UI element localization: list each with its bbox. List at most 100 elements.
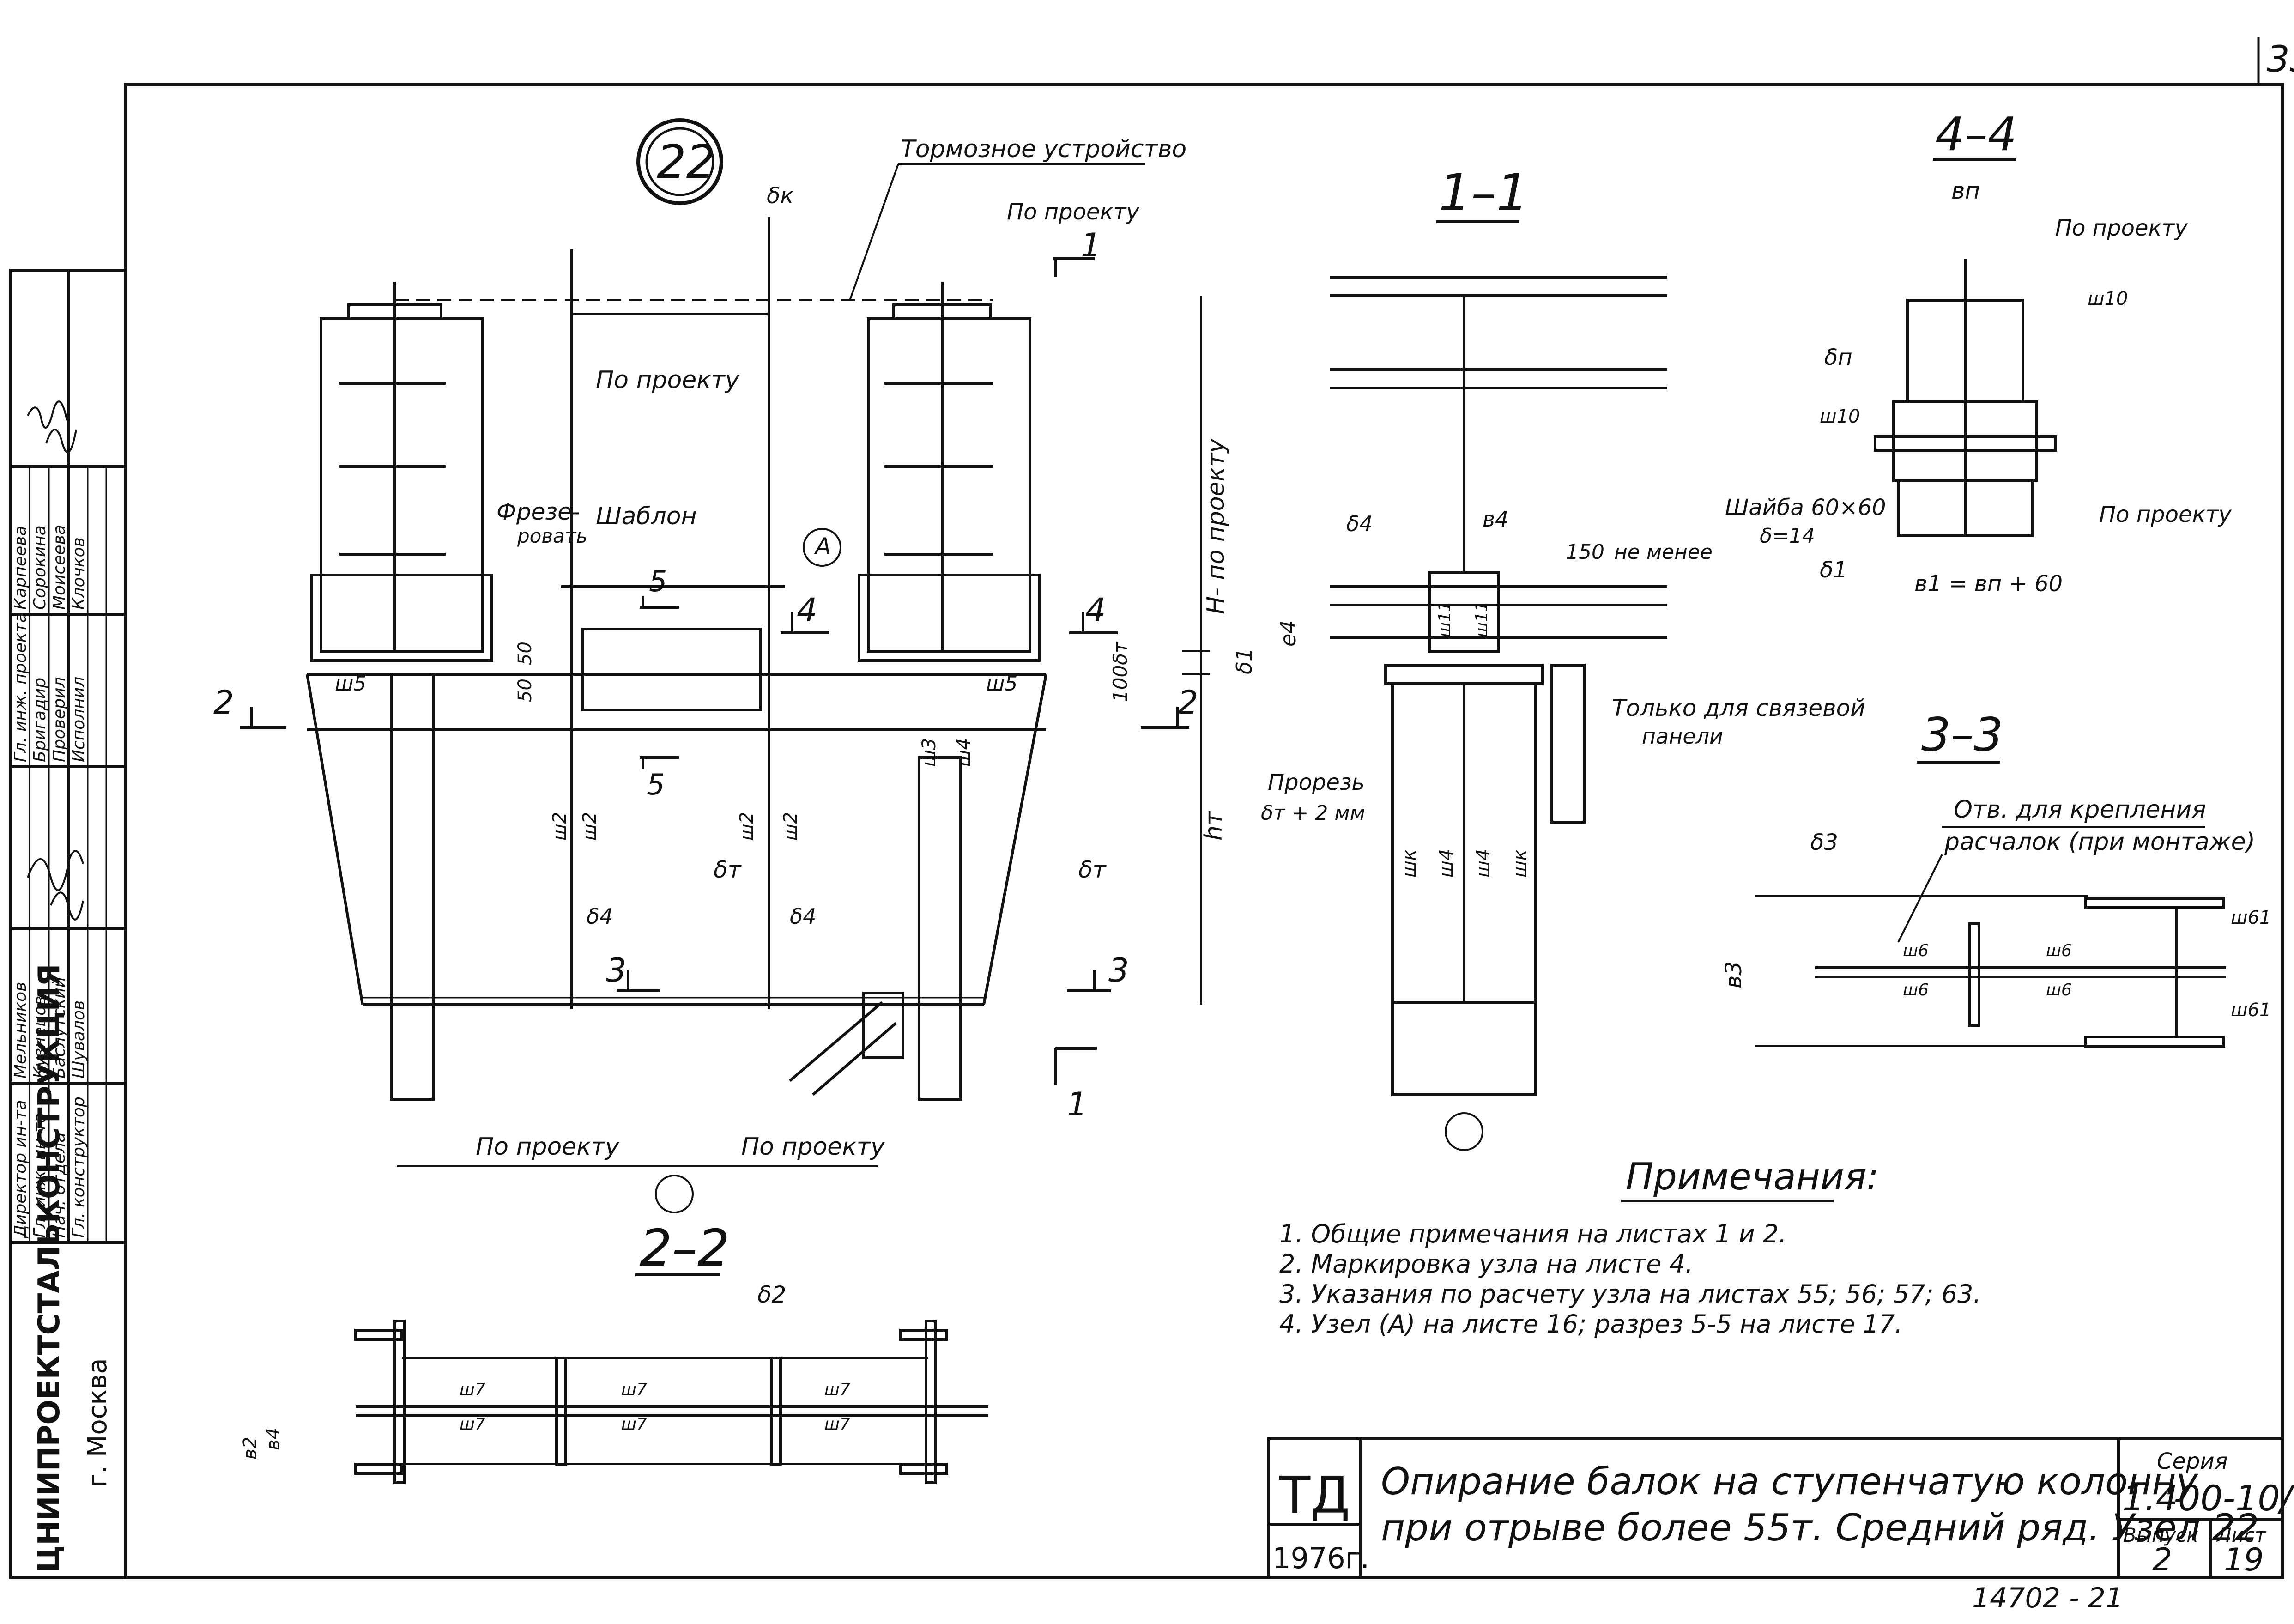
title-year: 1976г. (1272, 1541, 1369, 1575)
marker-5-bottom: 5 (647, 768, 665, 801)
label-slot-2: δт + 2 мм (1261, 801, 1365, 825)
label-d3: δ3 (1810, 830, 1838, 855)
label-sh7-f: ш7 (824, 1415, 850, 1434)
stamp-name-b4: Клочков (69, 537, 88, 610)
label-washer-d: δ=14 (1760, 524, 1815, 548)
stamp-block (9, 269, 127, 1579)
marker-2-left: 2 (213, 684, 234, 721)
label-sh7-d: ш7 (621, 1415, 647, 1434)
stamp-roles-a: Директор ин-та Гл. инж. ин-та Нач. отдел… (11, 977, 88, 1239)
label-bp: вп (1951, 177, 1980, 204)
label-brake-device: Тормозное устройство (901, 135, 1186, 163)
main-elevation (306, 217, 1047, 1101)
marker-3-left: 3 (606, 951, 627, 989)
label-sh7-c: ш7 (621, 1380, 647, 1399)
label-sh2-d: ш2 (780, 812, 801, 841)
issue-label: Выпуск (2123, 1524, 2198, 1546)
series-value: 1.400-10/76 (2122, 1478, 2294, 1519)
punch-hole-1 (1445, 1112, 1483, 1151)
label-sh4-a: ш4 (1436, 849, 1457, 878)
label-sh3: ш3 (919, 738, 940, 767)
label-by-project-dim-2: По проекту (741, 1133, 885, 1161)
note-1: 1. Общие примечания на листах 1 и 2. (1279, 1219, 1786, 1248)
label-d1: δ1 (1232, 648, 1257, 674)
note-4: 4. Узел (А) на листе 16; разрез 5-5 на л… (1279, 1309, 1903, 1339)
stamp-role-b2: Бригадир (30, 678, 49, 762)
notes-heading: Примечания: (1626, 1155, 1879, 1198)
marker-1-bottom: 1 (1067, 1085, 1088, 1123)
label-washer: Шайба 60×60 (1725, 495, 1886, 521)
marker-3-right: 3 (1108, 951, 1129, 989)
label-sh6-b: ш6 (1903, 981, 1929, 1000)
stamp-role-b3: Проверил (50, 677, 69, 762)
label-holes-2: расчалок (при монтаже) (1944, 828, 2255, 856)
label-dt-center: δт (714, 856, 742, 883)
title-1-1: 1–1 (1439, 163, 1529, 222)
sheet-number: 33 (2267, 39, 2294, 80)
node-number: 22 (657, 135, 715, 189)
marker-4-right: 4 (1085, 591, 1106, 629)
section-3-3 (1755, 895, 2226, 1048)
title-3-3: 3–3 (1921, 708, 2003, 762)
label-sh61-a: ш61 (2231, 907, 2271, 928)
label-by-project-web: По проекту (596, 366, 740, 394)
label-50-b: 50 (514, 679, 536, 702)
label-holes-1: Отв. для крепления (1954, 796, 2206, 824)
label-sh10-top: ш10 (2088, 288, 2128, 309)
punch-hole-2 (655, 1175, 694, 1213)
label-by-project-dim-1: По проекту (476, 1133, 620, 1161)
stamp-roles-b: Гл. инж. проекта Бригадир Проверил Испол… (11, 525, 88, 762)
label-mill-2: ровать (517, 525, 587, 547)
label-by-project-44-top: По проекту (2055, 215, 2188, 241)
label-dp: δп (1824, 345, 1852, 370)
section-3-3-labels: δ3 в3 ш6 ш6 ш6 ш6 ш61 ш61 (1721, 830, 2271, 1021)
label-sh61-b: ш61 (2231, 1000, 2271, 1021)
stamp-role-b1: Гл. инж. проекта (11, 612, 30, 762)
label-sh10-left: ш10 (1820, 406, 1860, 427)
label-sh7-e: ш7 (824, 1380, 850, 1399)
marker-1-top: 1 (1081, 226, 1102, 264)
label-callout-a: А (814, 533, 831, 560)
label-sh4-b: ш4 (1473, 849, 1494, 878)
section-4-4 (1874, 259, 2057, 537)
title-line-2: при отрыве более 55т. Средний ряд. Узел … (1381, 1506, 2259, 1549)
label-not-less: не менее (1614, 540, 1713, 564)
note-2: 2. Маркировка узла на листе 4. (1279, 1249, 1693, 1279)
label-d4-left: δ4 (587, 904, 613, 929)
label-sh11-a: ш11 (1435, 601, 1454, 637)
label-d4-right: δ4 (790, 904, 816, 929)
callout-a-circle (803, 528, 841, 567)
label-b4-11: в4 (1483, 507, 1508, 532)
label-only-bracing: Только для связевой (1612, 695, 1865, 721)
label-shk-a: шк (1399, 849, 1420, 878)
marker-2-right: 2 (1178, 684, 1198, 721)
stamp-name-a2: Кузнецов (30, 996, 49, 1079)
label-panel: панели (1642, 724, 1723, 749)
label-sh6-a: ш6 (1903, 941, 1929, 960)
label-d4-11-a: δ4 (1346, 511, 1373, 536)
label-sh2-a: ш2 (549, 812, 570, 841)
stamp-role-b4: Исполнил (69, 677, 88, 762)
label-by-project-44-right: По проекту (2099, 502, 2232, 527)
label-sh5-left: ш5 (335, 672, 366, 696)
elevation-labels: δк По проекту По проекту Фрезе- ровать Ш… (335, 183, 1257, 1161)
stamp-org: ЦНИИПРОЕКТСТАЛЬКОНСТРУКЦИЯ (32, 964, 67, 1573)
sheet-value: 19 (2224, 1542, 2264, 1578)
stamp-name-b2: Сорокина (30, 525, 49, 610)
stamp-signatures (27, 400, 84, 921)
label-e4-11: е4 (1276, 620, 1301, 647)
label-sh7-a: ш7 (460, 1380, 485, 1399)
label-sh2-b: ш2 (579, 812, 600, 841)
section-2-2 (354, 1320, 988, 1484)
label-sh4: ш4 (953, 738, 974, 767)
section-1-1 (1330, 276, 1667, 1096)
label-b2: в2 (240, 1437, 261, 1460)
title-2-2: 2–2 (640, 1218, 730, 1278)
label-mill-1: Фрезе- (496, 498, 580, 525)
label-sh2-c: ш2 (736, 812, 757, 841)
label-b3: в3 (1721, 961, 1747, 988)
stamp-name-b1: Карпеева (11, 526, 30, 610)
sheet-label: Лист (2216, 1524, 2267, 1546)
stamp-name-b3: Моисеева (50, 525, 69, 610)
